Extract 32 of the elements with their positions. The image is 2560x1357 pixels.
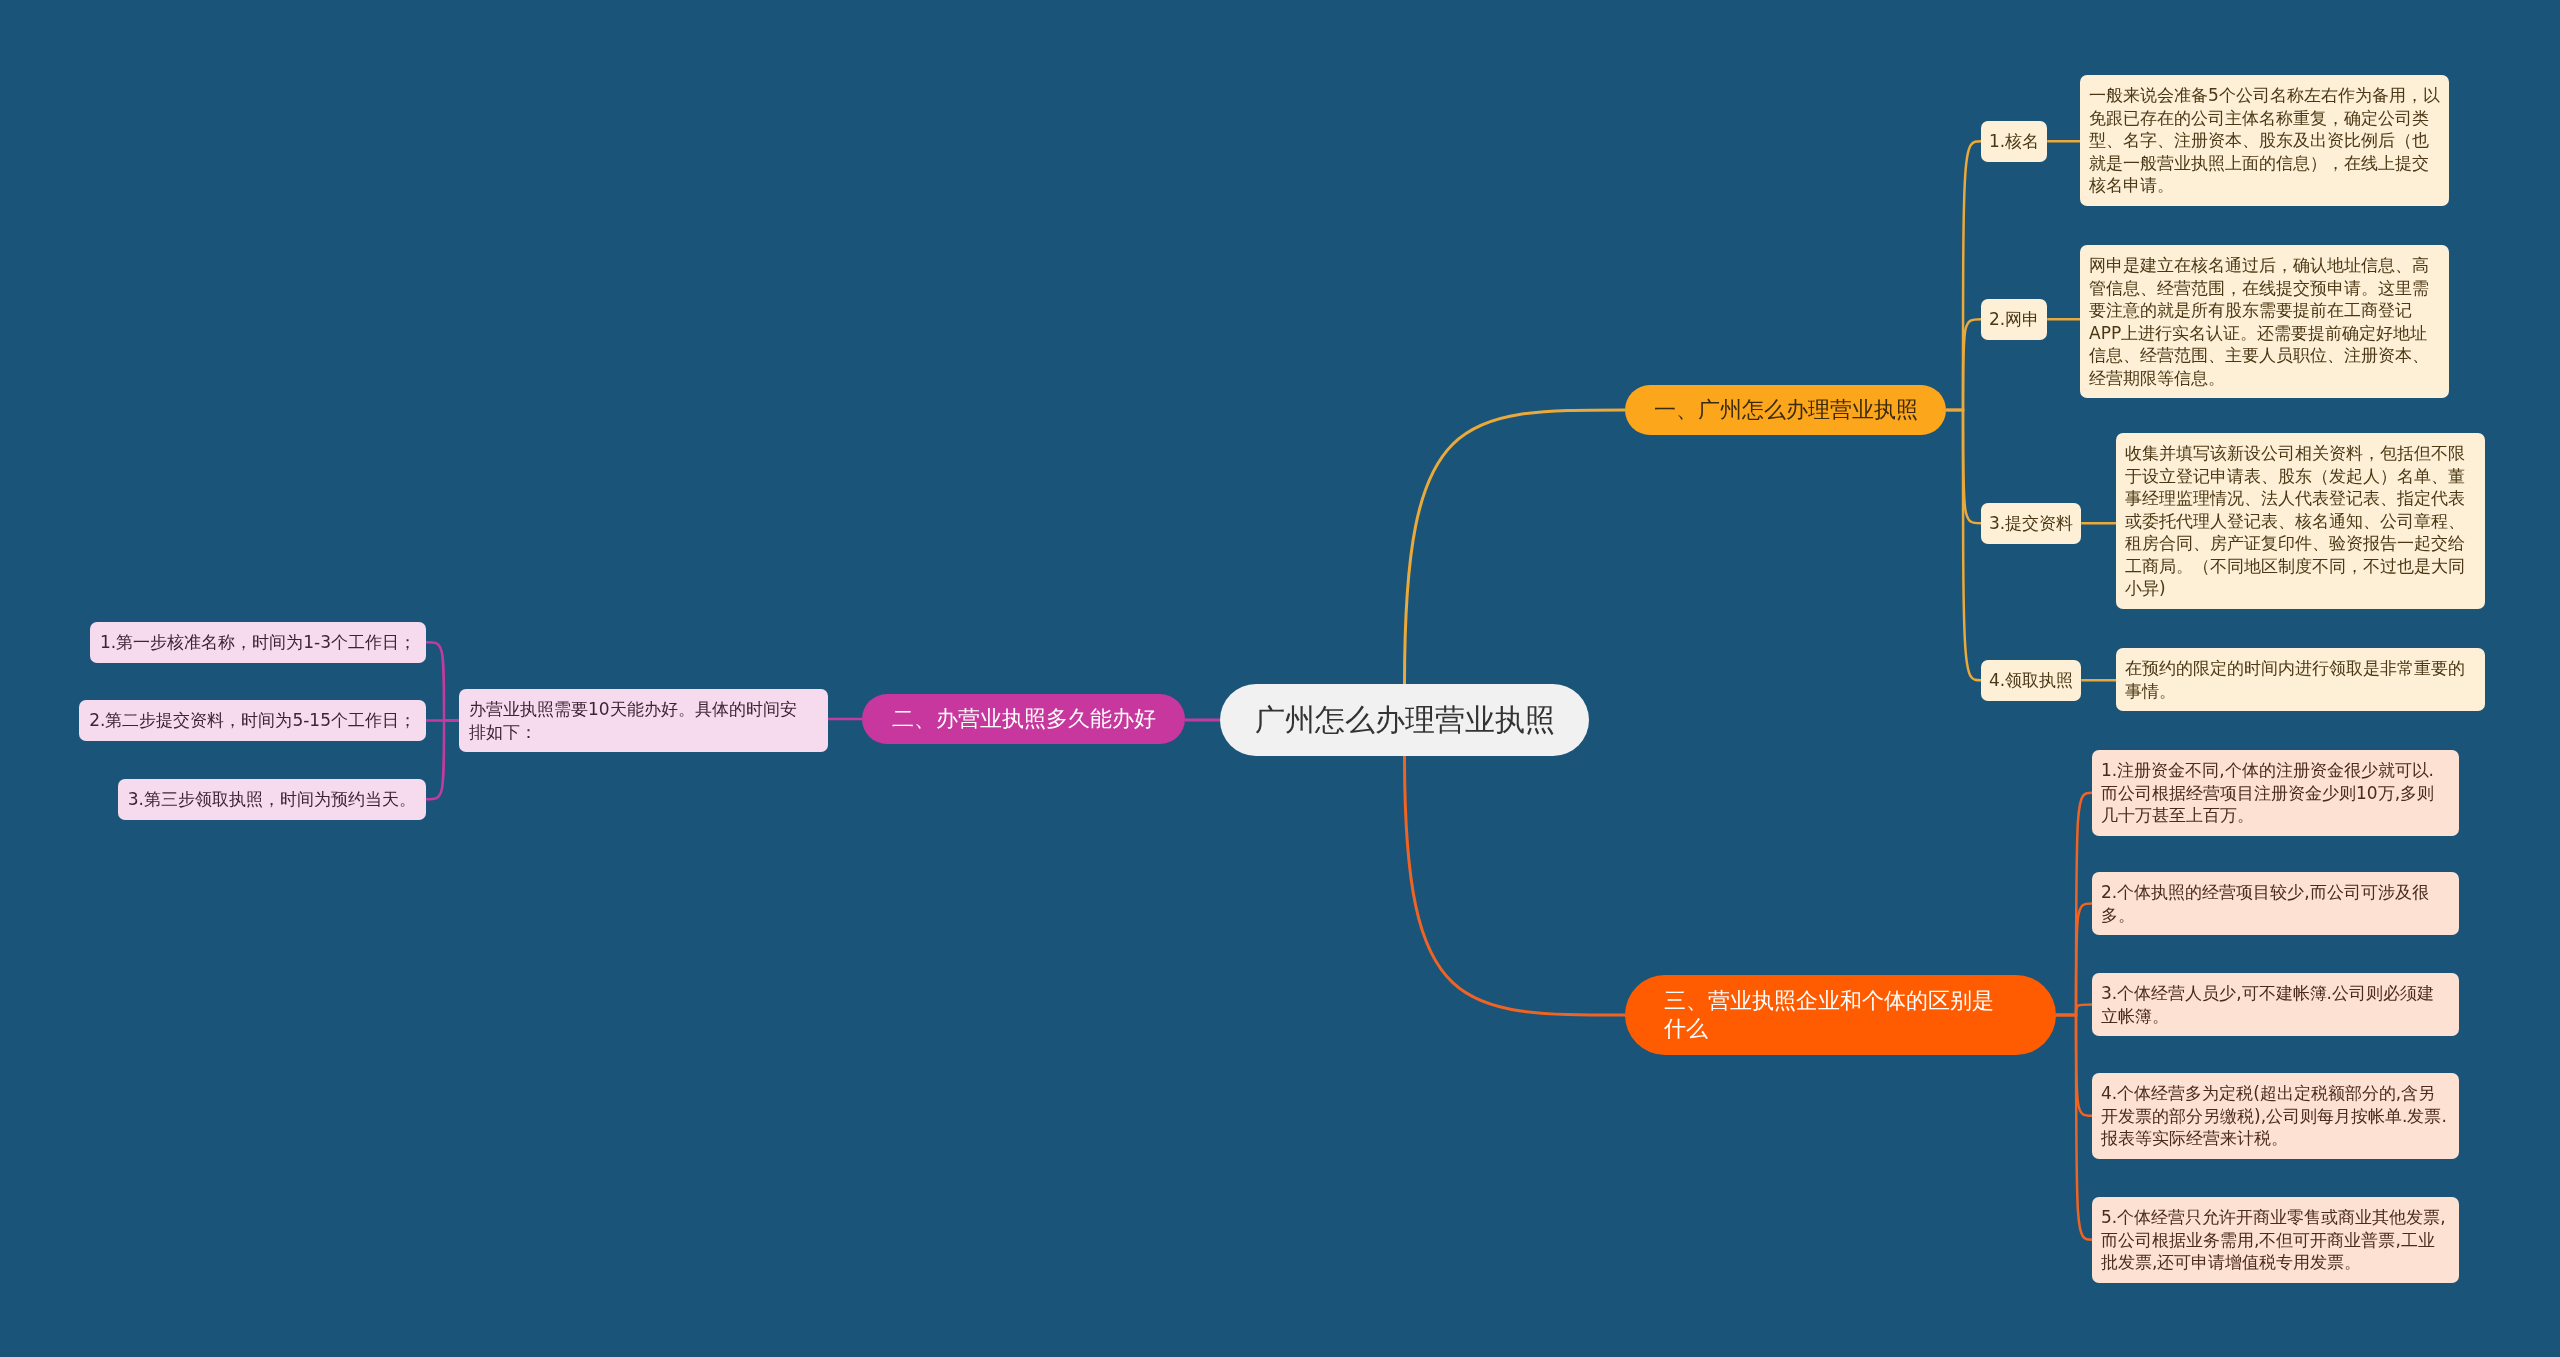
connector-line: [1946, 408, 1982, 682]
note-box: 办营业执照需要10天能办好。具体的时间安排如下：: [459, 689, 828, 752]
connector-line: [2081, 679, 2116, 682]
branch-topic: 二、办营业执照多久能办好: [862, 694, 1185, 744]
connector-line: [1403, 755, 1625, 1017]
note-box: 一般来说会准备5个公司名称左右作为备用，以免跟已存在的公司主体名称重复，确定公司类型、名字、注册资本、股东及出资比例后（也就是一般营业执照上面的信息），在线上提交核名申请。: [2080, 75, 2449, 206]
connector-line: [426, 719, 459, 801]
note-box: 3.个体经营人员少,可不建帐簿.公司则必须建立帐簿。: [2092, 973, 2459, 1036]
connector-line: [2056, 1013, 2093, 1241]
connector-line: [1403, 408, 1625, 685]
connector-line: [828, 717, 862, 721]
note-box: 在预约的限定的时间内进行领取是非常重要的事情。: [2116, 648, 2485, 711]
note-box: 4.个体经营多为定税(超出定税额部分的,含另开发票的部分另缴税),公司则每月按帐单.发票.报表等实际经营来计税。: [2092, 1073, 2459, 1159]
subtopic-box: 4.领取执照: [1981, 660, 2082, 701]
note-box: 收集并填写该新设公司相关资料，包括但不限于设立登记申请表、股东（发起人）名单、董事经理监理情况、法人代表登记表、指定代表或委托代理人登记表、核名通知、公司章程、租房合同、房产证复印件、验资报告一起交给工商局。（不同地区制度不同，不过也是大同小异): [2116, 433, 2485, 609]
note-box: 5.个体经营只允许开商业零售或商业其他发票,而公司根据业务需用,不但可开商业普票,工业批发票,还可申请增值税专用发票。: [2092, 1197, 2459, 1283]
connector-line: [2047, 318, 2080, 321]
subtopic-box: 2.网申: [1981, 299, 2048, 340]
subtopic-box: 1.核名: [1981, 121, 2048, 162]
note-box: 1.注册资金不同,个体的注册资金很少就可以.而公司根据经营项目注册资金少则10万,多则几十万甚至上百万。: [2092, 750, 2459, 836]
subtopic-box: 3.第三步领取执照，时间为预约当天。: [117, 779, 426, 820]
subtopic-box: 2.第二步提交资料，时间为5-15个工作日；: [79, 700, 426, 741]
branch-topic: 三、营业执照企业和个体的区别是什么: [1625, 975, 2056, 1055]
note-box: 网申是建立在核名通过后，确认地址信息、高管信息、经营范围，在线提交预申请。这里需要注意的就是所有股东需要提前在工商登记APP上进行实名认证。还需要提前确定好地址信息、经营范围、主要人员职位、注册资本、经营期限等信息。: [2080, 245, 2449, 398]
subtopic-box: 1.第一步核准名称，时间为1-3个工作日；: [90, 622, 426, 663]
central-topic: 广州怎么办理营业执照: [1220, 684, 1589, 756]
branch-topic: 一、广州怎么办理营业执照: [1625, 385, 1946, 435]
subtopic-box: 3.提交资料: [1981, 503, 2082, 544]
connector-line: [1185, 718, 1220, 722]
connector-line: [2047, 140, 2080, 143]
connector-line: [2081, 522, 2116, 525]
note-box: 2.个体执照的经营项目较少,而公司可涉及很多。: [2092, 872, 2459, 935]
